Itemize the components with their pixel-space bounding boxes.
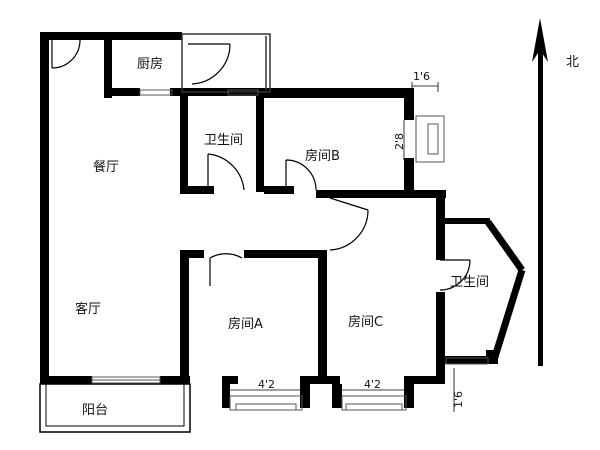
label-bathroom-1: 卫生间 — [204, 133, 243, 148]
label-bathroom-2: 卫生间 — [450, 275, 489, 290]
label-room-c: 房间C — [348, 314, 383, 330]
doors — [51, 39, 471, 291]
bathroom-2-angled-walls — [485, 219, 526, 362]
kitchen-light-walls — [181, 33, 271, 93]
label-living: 客厅 — [75, 301, 101, 317]
north-arrow — [532, 18, 548, 366]
dim-room-a-window: 4'2 — [258, 378, 275, 391]
compass-north-label: 北 — [566, 55, 579, 70]
label-balcony: 阳台 — [82, 403, 108, 418]
balcony-inner — [45, 383, 185, 427]
walls — [40, 32, 498, 408]
balcony-outline — [39, 383, 191, 433]
dimension-lines — [228, 82, 455, 412]
dim-top-window-offset: 1'6 — [413, 70, 430, 83]
dim-bottom-offset: 1'6 — [452, 391, 465, 408]
windows — [91, 89, 489, 411]
label-room-b: 房间B — [305, 148, 340, 164]
label-room-a: 房间A — [228, 316, 263, 332]
dim-room-c-window: 4'2 — [364, 378, 381, 391]
label-kitchen: 厨房 — [137, 56, 163, 72]
label-dining: 餐厅 — [93, 159, 119, 175]
dim-right-window-width: 2'8 — [393, 133, 406, 150]
